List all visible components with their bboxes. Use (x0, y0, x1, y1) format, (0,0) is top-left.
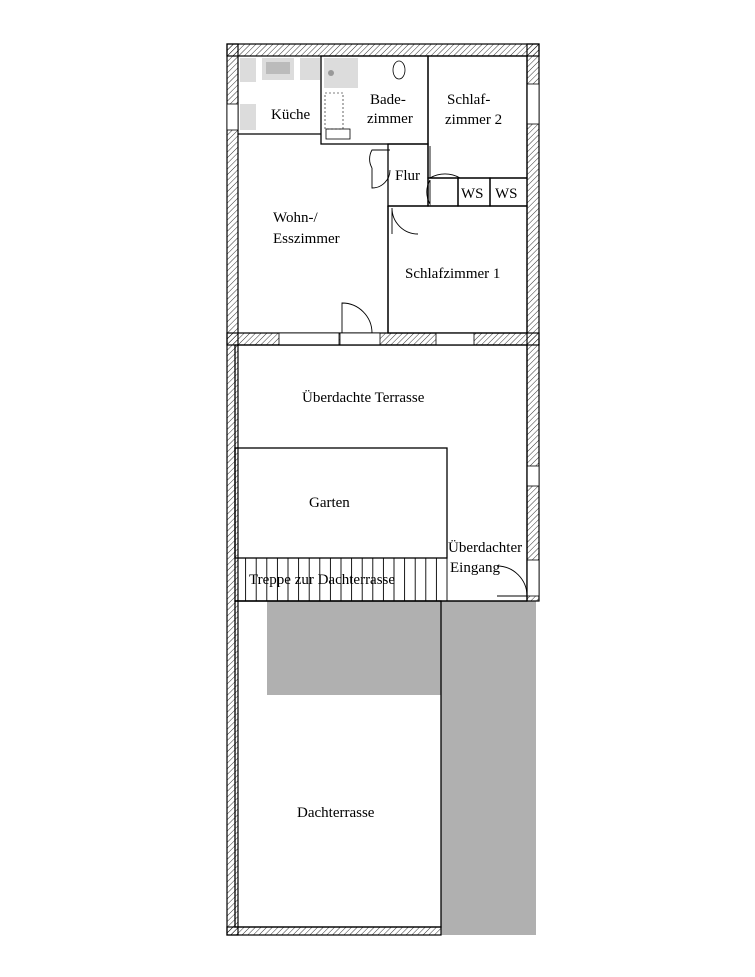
shaded-roof-area-top (267, 601, 441, 695)
label-garten: Garten (309, 495, 350, 511)
doors (341, 146, 528, 597)
interior-walls (238, 55, 528, 334)
shaded-roof-area-right (441, 601, 536, 935)
label-dachterrasse: Dachterrasse (297, 805, 375, 821)
label-terrasse: Überdachte Terrasse (302, 389, 425, 406)
label-eingang-1: Überdachter (448, 539, 522, 556)
label-schlafzimmer2-2: zimmer 2 (445, 112, 502, 128)
windows (226, 83, 540, 597)
label-flur: Flur (395, 168, 420, 184)
kitchen-fixtures (240, 58, 406, 140)
staircase (234, 557, 448, 602)
label-badezimmer-1: Bade- (370, 92, 406, 108)
label-ws-1: WS (461, 186, 484, 202)
label-wohnzimmer-2: Esszimmer (273, 231, 340, 247)
label-treppe: Treppe zur Dachterrasse (249, 572, 395, 588)
label-wohnzimmer-1: Wohn-/ (273, 210, 318, 226)
label-ws-2: WS (495, 186, 518, 202)
label-eingang-2: Eingang (450, 560, 500, 576)
label-badezimmer-2: zimmer (367, 111, 413, 127)
label-schlafzimmer1: Schlafzimmer 1 (405, 266, 500, 282)
label-schlafzimmer2-1: Schlaf- (447, 92, 490, 108)
label-kueche: Küche (271, 107, 310, 123)
